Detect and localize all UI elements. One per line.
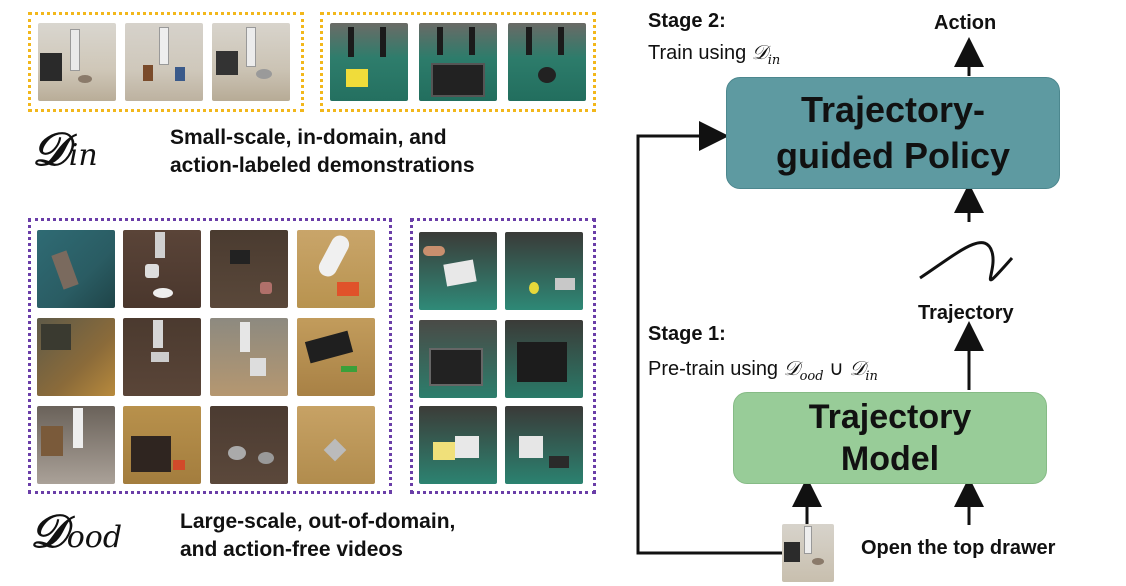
d-ood-thumb-14 — [505, 232, 583, 310]
d-in-thumb-4 — [330, 23, 408, 101]
stage2-subtitle: Train using 𝒟in — [648, 40, 781, 68]
action-label: Action — [934, 12, 997, 34]
d-ood-thumb-2 — [123, 230, 201, 308]
trajectory-guided-policy-node: Trajectory- guided Policy — [726, 77, 1060, 189]
input-observation-image — [782, 524, 834, 582]
d-ood-thumb-15 — [419, 320, 497, 398]
d-in-thumb-6 — [508, 23, 586, 101]
d-ood-thumb-5 — [37, 318, 115, 396]
d-ood-thumb-18 — [505, 406, 583, 484]
d-in-thumb-5 — [419, 23, 497, 101]
d-ood-caption: Large-scale, out-of-domain, and action-f… — [180, 510, 456, 561]
d-ood-symbol: 𝒟ood — [30, 504, 123, 558]
d-in-thumb-3 — [212, 23, 290, 101]
d-ood-real-frame — [410, 218, 596, 494]
instruction-label: Open the top drawer — [861, 537, 1056, 559]
d-ood-thumb-1 — [37, 230, 115, 308]
d-in-real-frame — [320, 12, 596, 112]
d-in-caption: Small-scale, in-domain, and action-label… — [170, 126, 475, 177]
trajectory-curve — [919, 241, 1014, 282]
d-ood-thumb-3 — [210, 230, 288, 308]
d-ood-thumb-16 — [505, 320, 583, 398]
d-in-robot-frame — [28, 12, 304, 112]
d-ood-thumb-13 — [419, 232, 497, 310]
d-ood-thumb-6 — [123, 318, 201, 396]
trajectory-model-node: Trajectory Model — [733, 392, 1047, 484]
d-ood-thumb-7 — [210, 318, 288, 396]
d-in-thumb-1 — [38, 23, 116, 101]
image-to-policy-loop — [636, 121, 782, 555]
stage2-title: Stage 2: — [648, 10, 726, 32]
d-ood-sim-frame — [28, 218, 392, 494]
d-ood-thumb-8 — [297, 318, 375, 396]
d-ood-thumb-9 — [37, 406, 115, 484]
stage1-title: Stage 1: — [648, 323, 726, 345]
d-ood-thumb-10 — [123, 406, 201, 484]
d-in-thumb-2 — [125, 23, 203, 101]
d-ood-thumb-17 — [419, 406, 497, 484]
trajectory-label: Trajectory — [918, 302, 1014, 324]
stage1-subtitle: Pre-train using 𝒟ood ∪ 𝒟in — [648, 356, 878, 384]
d-ood-thumb-11 — [210, 406, 288, 484]
d-in-symbol: 𝒟in — [32, 122, 98, 176]
d-ood-thumb-4 — [297, 230, 375, 308]
d-ood-thumb-12 — [297, 406, 375, 484]
